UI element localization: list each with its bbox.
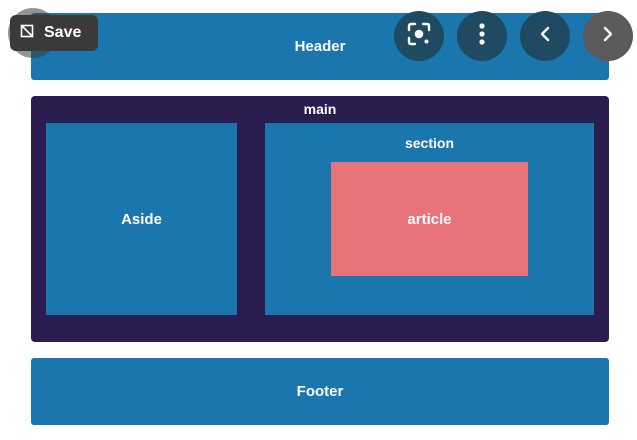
- aside-block: Aside: [46, 123, 237, 315]
- article-block: article: [331, 162, 528, 276]
- bookmark-off-icon: [20, 24, 34, 43]
- article-label: article: [407, 210, 452, 228]
- header-label: Header: [294, 38, 346, 55]
- footer-block: Footer: [31, 358, 609, 425]
- save-button[interactable]: Save: [10, 15, 98, 51]
- next-button[interactable]: [583, 11, 633, 61]
- header-block: Header: [31, 13, 609, 80]
- lens-icon: [406, 21, 432, 52]
- footer-label: Footer: [296, 383, 344, 400]
- section-label: section: [404, 135, 454, 151]
- chevron-right-icon: [602, 25, 614, 48]
- save-label: Save: [44, 24, 82, 41]
- main-label: main: [303, 101, 337, 117]
- more-vertical-icon: [478, 22, 486, 51]
- chevron-left-icon: [539, 25, 551, 48]
- previous-button[interactable]: [520, 11, 570, 61]
- aside-label: Aside: [121, 210, 162, 228]
- more-options-button[interactable]: [457, 11, 507, 61]
- lens-button[interactable]: [394, 11, 444, 61]
